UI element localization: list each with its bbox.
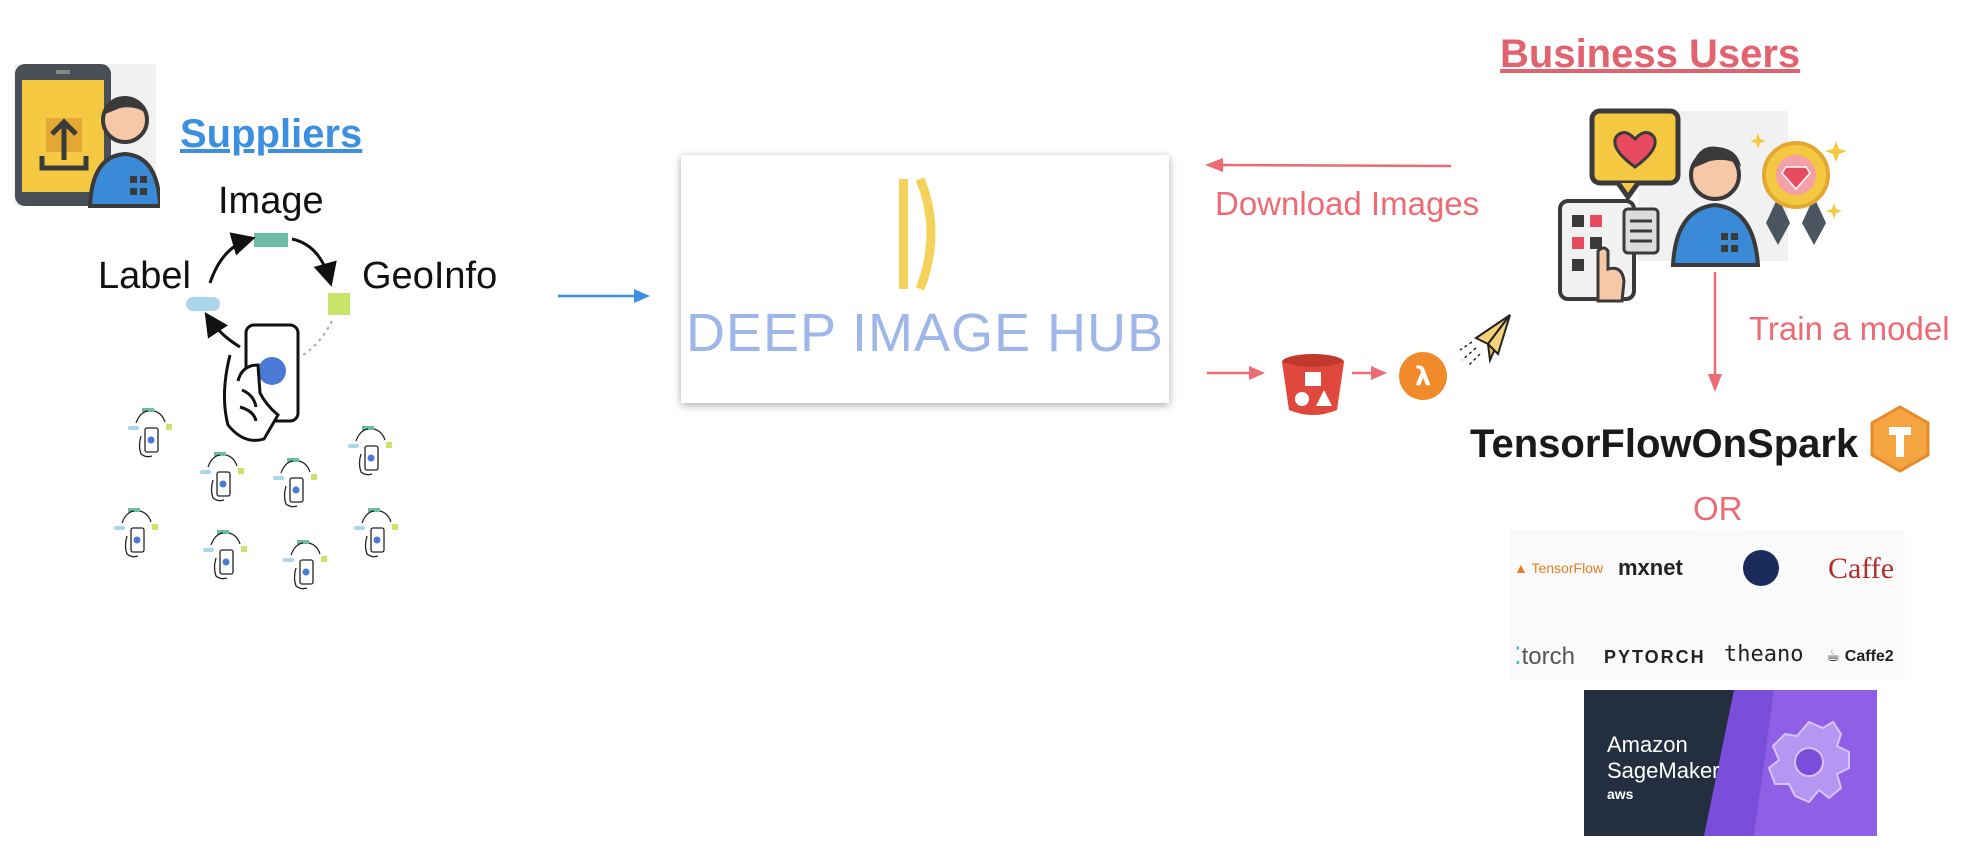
framework-caffe: Caffe — [1828, 552, 1895, 585]
supplier-upload-icon — [14, 64, 160, 208]
train-arrow — [1708, 272, 1722, 392]
download-arrow — [1205, 158, 1452, 172]
paper-plane-icon — [1459, 314, 1511, 367]
supplier-crowd-icons — [113, 407, 399, 590]
or-label: OR — [1693, 490, 1743, 527]
cycle-image-label: Image — [218, 180, 324, 222]
business-user-icon — [1558, 108, 1847, 303]
torch-icon: ⁚ — [1514, 643, 1522, 670]
framework-theano: theano — [1724, 642, 1804, 667]
image-tag — [254, 233, 288, 247]
sagemaker-card: Amazon SageMaker aws — [1584, 690, 1877, 836]
svg-text:λ: λ — [1415, 362, 1431, 392]
framework-pytorch: PYTORCH — [1604, 647, 1706, 667]
storage-bucket-icon — [1282, 354, 1344, 415]
framework-tensorflow: ▲ TensorFlow — [1514, 560, 1604, 576]
sagemaker-name: Amazon SageMaker — [1607, 732, 1720, 783]
cup-icon: ☕ — [1826, 648, 1841, 665]
aws-logo: aws — [1607, 786, 1634, 802]
hub-logo-icon — [899, 177, 936, 291]
framework-caffe2: ☕ Caffe2 — [1826, 648, 1894, 665]
lambda-icon: λ — [1399, 352, 1447, 400]
tensorflowonspark-label: TensorFlowOnSpark — [1470, 422, 1859, 466]
cycle-label-label: Label — [98, 255, 191, 297]
business-users-title: Business Users — [1500, 32, 1801, 76]
cognitive-toolkit-logo-icon — [1743, 550, 1779, 586]
suppliers-title: Suppliers — [180, 112, 363, 156]
cycle-geoinfo-label: GeoInfo — [362, 255, 498, 297]
train-model-label: Train a model — [1749, 310, 1950, 347]
arrow-to-hub — [558, 289, 650, 303]
geo-tag — [328, 293, 350, 315]
label-tag — [186, 297, 220, 311]
pipeline-arrows — [1207, 366, 1387, 380]
sagemaker-bg-shape — [1704, 690, 1877, 836]
hub-name: DEEP IMAGE HUB — [685, 303, 1165, 363]
frameworks-panel — [1510, 530, 1905, 680]
deep-image-hub-card: DEEP IMAGE HUB — [681, 155, 1169, 403]
tensorflow-logo-icon — [1870, 405, 1930, 473]
data-cycle-diagram — [186, 232, 350, 442]
download-images-label: Download Images — [1215, 185, 1480, 222]
framework-torch: ⁚torch — [1514, 643, 1575, 670]
framework-mxnet: mxnet — [1618, 555, 1683, 580]
